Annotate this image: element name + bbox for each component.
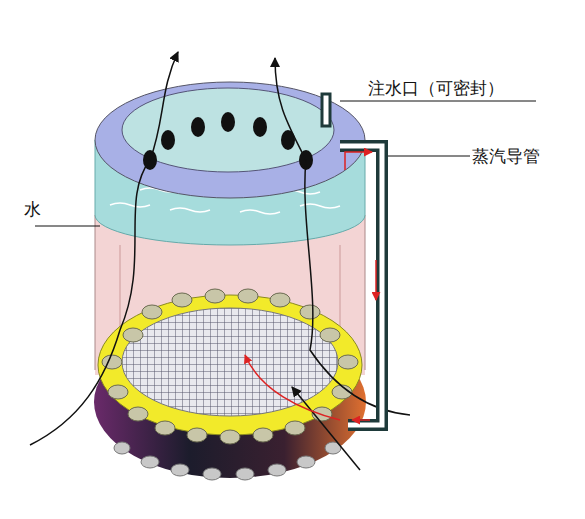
water-inlet (322, 94, 330, 126)
support-ring (98, 295, 362, 435)
part-label: 注水口（可密封） (368, 78, 504, 98)
top-plate (122, 88, 334, 172)
part-label: 蒸汽导管 (472, 146, 540, 166)
steam-pipe (340, 146, 382, 425)
part-label: 水 (24, 199, 41, 219)
top-lid (95, 82, 365, 198)
mesh-plate (122, 308, 338, 416)
base-studs (114, 442, 341, 480)
wires (30, 52, 410, 470)
leader-lines (35, 101, 536, 226)
